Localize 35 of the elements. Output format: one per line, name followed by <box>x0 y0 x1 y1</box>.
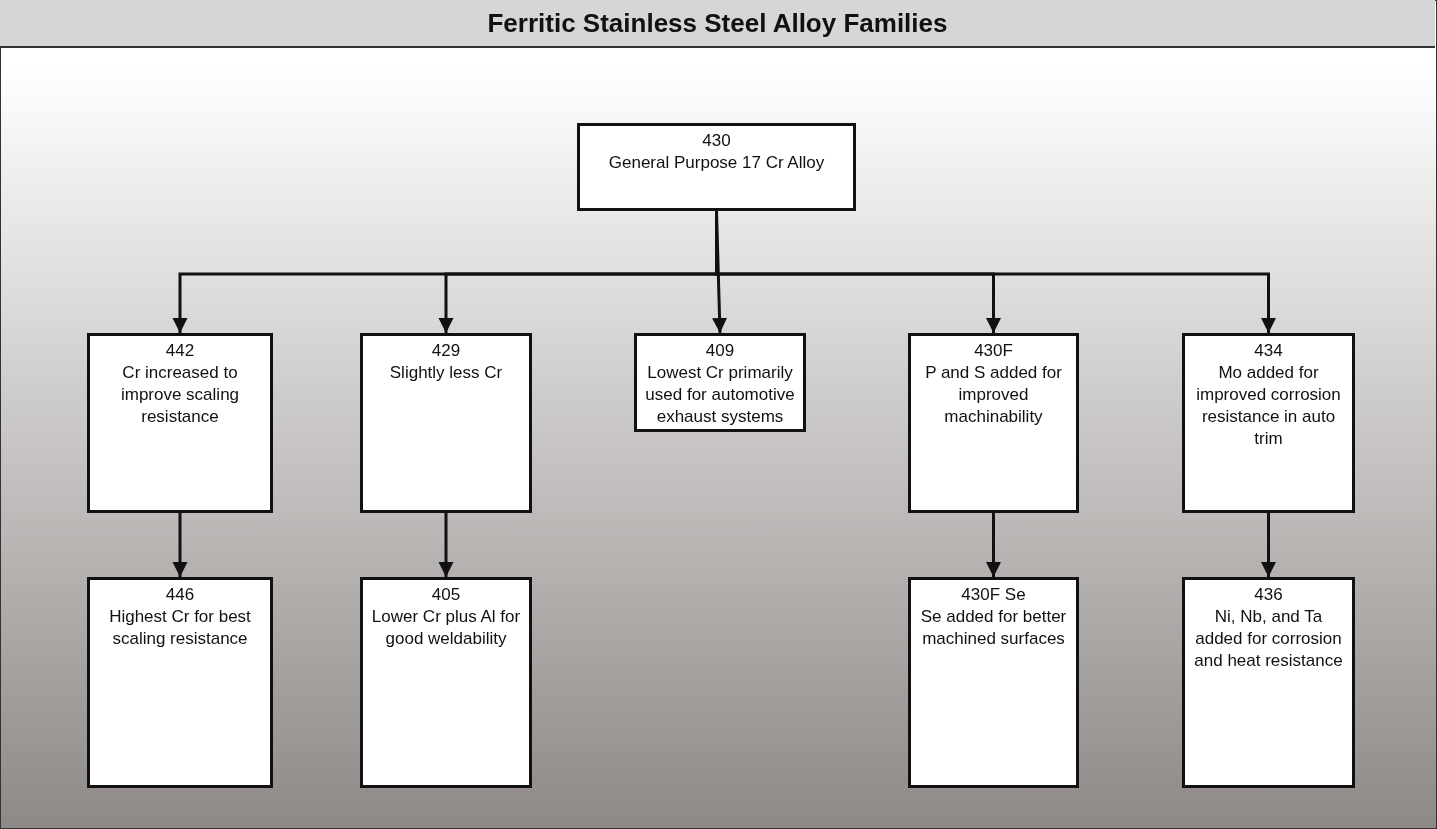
alloy-box <box>360 333 532 513</box>
alloy-grade: 430F Se <box>960 584 1027 606</box>
alloy-box <box>87 333 273 513</box>
alloy-grade: 429 <box>430 340 462 362</box>
alloy-box <box>577 123 856 211</box>
alloy-grade: 430 <box>701 130 732 152</box>
alloy-description: Lowest Cr primarily used for automotive exhaust systems <box>644 362 796 428</box>
alloy-box <box>634 333 806 432</box>
alloy-description: Ni, Nb, and Ta added for corrosion and heat resistance <box>1193 606 1344 672</box>
alloy-description: Lower Cr plus Al for good weldability <box>370 606 522 650</box>
alloy-grade: 405 <box>430 584 462 606</box>
alloy-box <box>87 577 273 788</box>
alloy-grade: 436 <box>1253 584 1284 606</box>
alloy-box <box>1182 577 1355 788</box>
alloy-description: Se added for better machined surfaces <box>919 606 1068 650</box>
alloy-grade: 446 <box>164 584 196 606</box>
alloy-description: General Purpose 17 Cr Alloy <box>607 152 826 174</box>
alloy-box <box>908 333 1079 513</box>
alloy-box <box>360 577 532 788</box>
alloy-box <box>1182 333 1355 513</box>
alloy-grade: 442 <box>164 340 196 362</box>
alloy-description: Cr increased to improve scaling resistance <box>119 362 241 428</box>
arrow <box>438 513 454 577</box>
alloy-description: Mo added for improved corrosion resistance in auto trim <box>1195 362 1342 450</box>
alloy-description: Highest Cr for best scaling resistance <box>108 606 252 650</box>
alloy-grade: 409 <box>704 340 736 362</box>
arrow <box>986 513 1001 577</box>
alloy-grade: 434 <box>1253 340 1284 362</box>
diagram-title: Ferritic Stainless Steel Alloy Families <box>487 7 948 39</box>
alloy-box <box>908 577 1079 788</box>
arrow <box>1261 513 1276 577</box>
alloy-description: P and S added for improved machinability <box>924 362 1063 428</box>
arrow <box>172 513 188 577</box>
alloy-description: Slightly less Cr <box>388 362 504 384</box>
alloy-grade: 430F <box>973 340 1014 362</box>
